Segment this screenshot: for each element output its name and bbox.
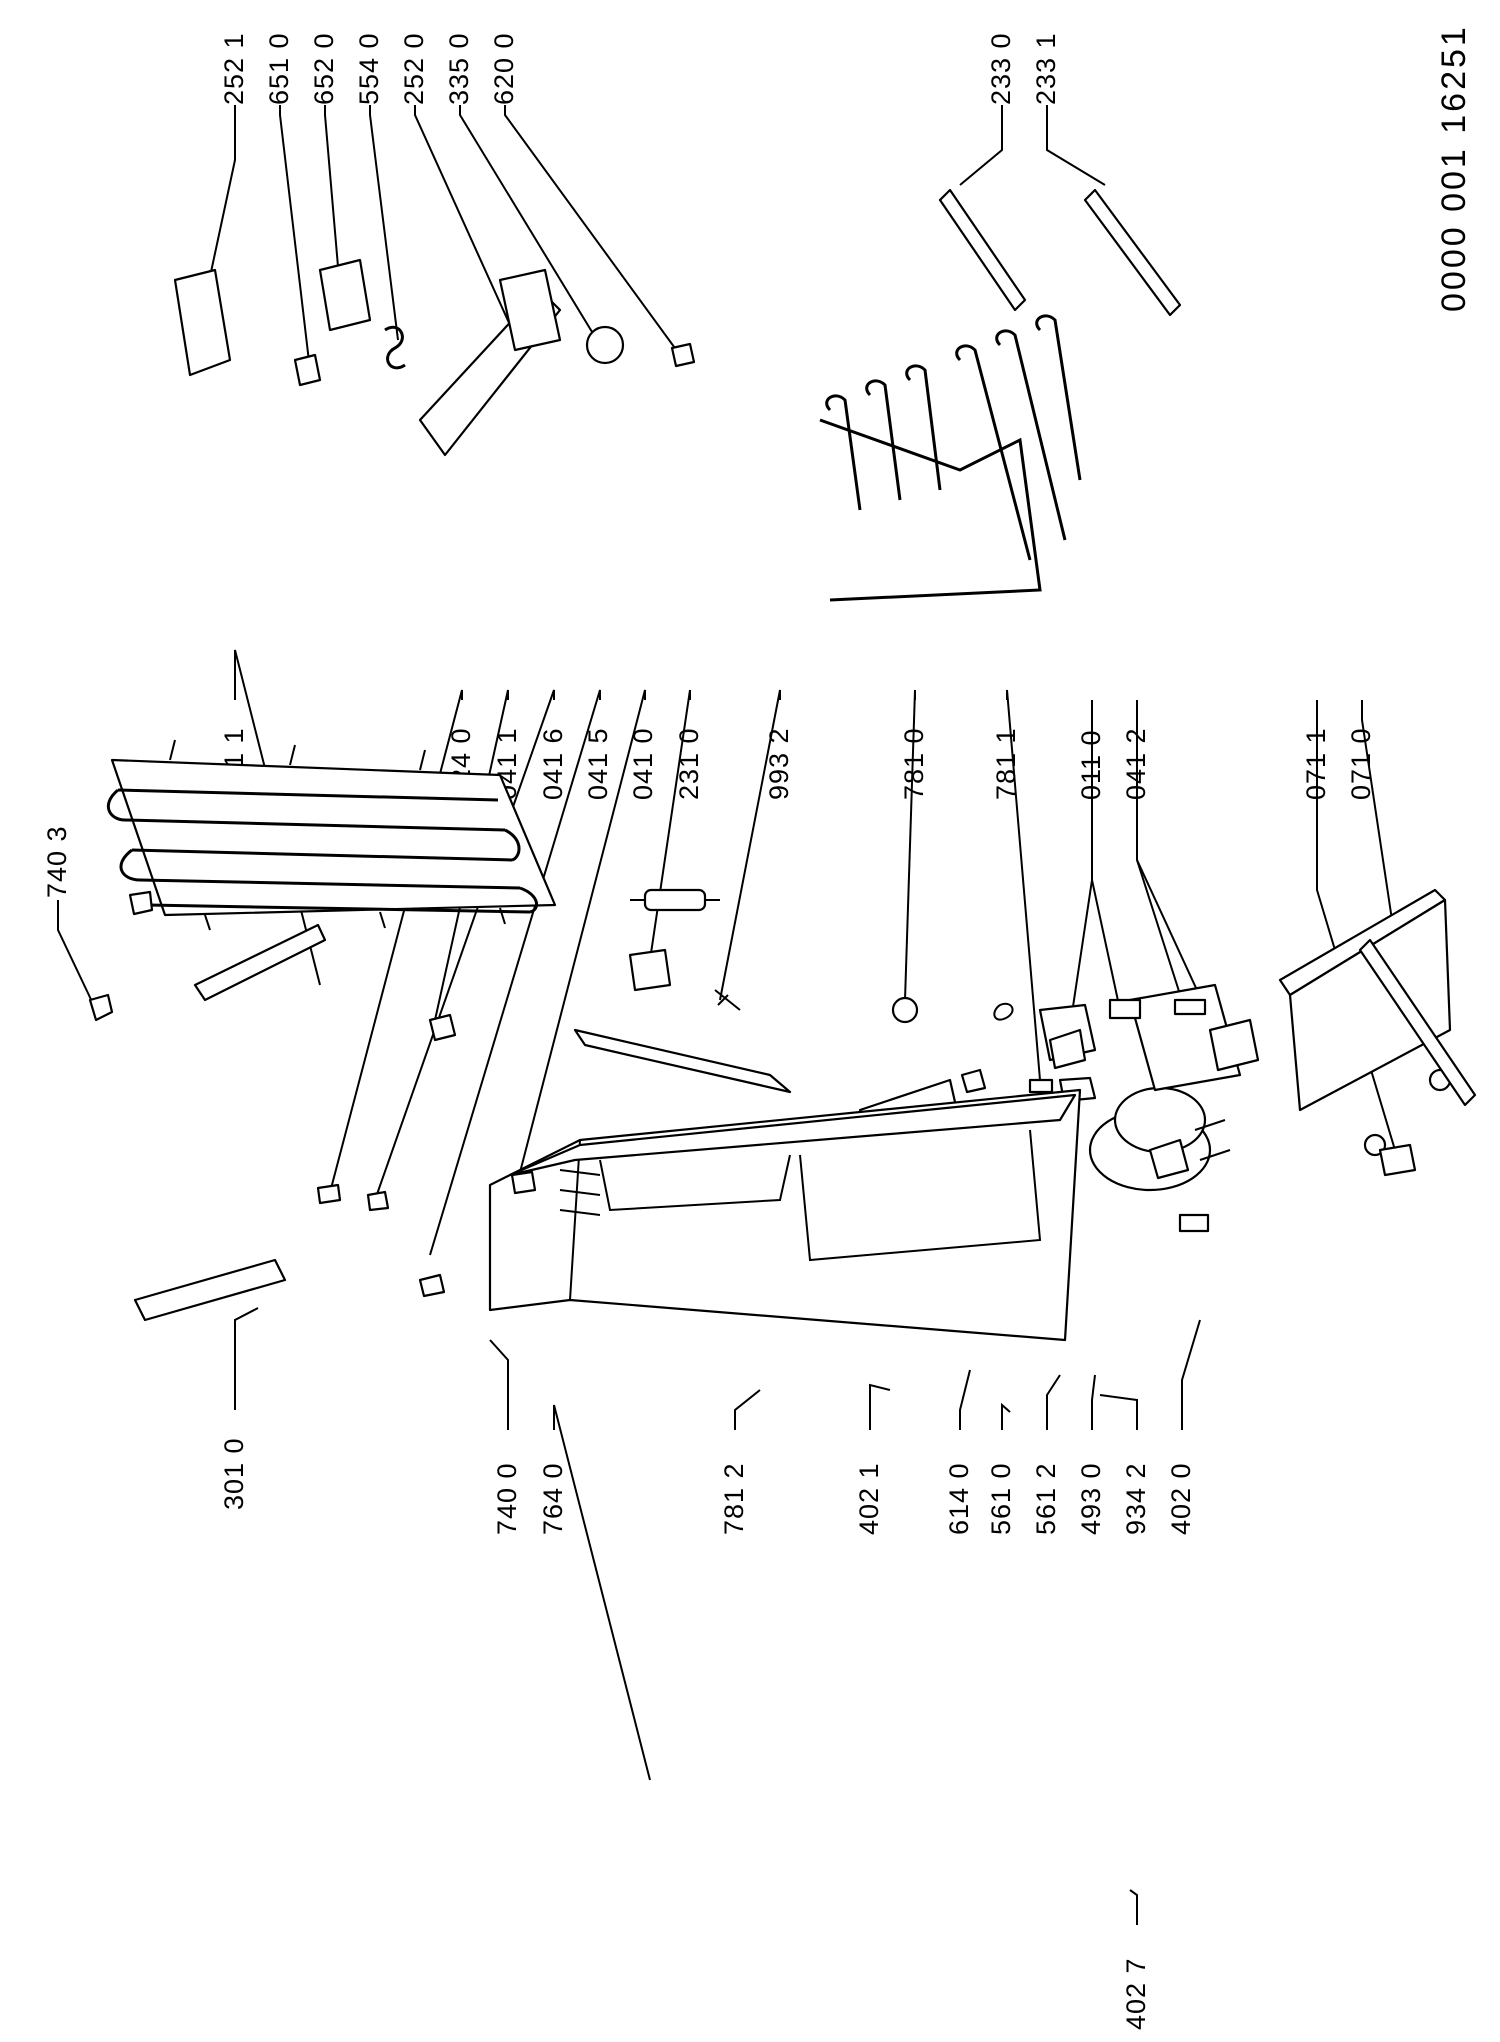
rail-233-1 (1083, 188, 1182, 317)
pin-041-2 (1173, 998, 1207, 1016)
label-071-0: 071 0 (1346, 727, 1376, 800)
filter-drier (630, 888, 720, 912)
part-652-0 (318, 258, 372, 332)
label-652-0: 652 0 (309, 32, 339, 105)
part-781-1 (1028, 1078, 1054, 1094)
label-493-0: 493 0 (1076, 1462, 1106, 1535)
part-335-0 (585, 325, 625, 365)
part-620-0 (670, 342, 696, 368)
part-labels: 740 3 301 0 740 0 764 0 781 2 402 1 614 … (42, 24, 1473, 2030)
label-252-0: 252 0 (399, 32, 429, 105)
label-740-3: 740 3 (42, 825, 72, 898)
part-781-0 (891, 996, 919, 1024)
pin-011-0 (1108, 998, 1142, 1020)
label-335-0: 335 0 (444, 32, 474, 105)
condenser-coil (106, 739, 557, 931)
label-402-1: 402 1 (854, 1462, 884, 1535)
label-554-0: 554 0 (354, 32, 384, 105)
plate-402-7 (1128, 983, 1242, 1092)
label-233-0: 233 0 (986, 32, 1016, 105)
tube-781-2 (573, 1028, 792, 1094)
label-934-2: 934 2 (1121, 1462, 1151, 1535)
label-561-0: 561 0 (986, 1462, 1016, 1535)
label-402-0: 402 0 (1166, 1462, 1196, 1535)
part-614-0 (960, 1068, 987, 1094)
clip-071-1 (1378, 1143, 1417, 1177)
hinge-041-2 (1208, 1018, 1260, 1072)
label-041-5: 041 5 (583, 727, 613, 800)
part-993-2 (714, 989, 741, 1011)
base-tray (1278, 888, 1452, 1157)
part-554-0 (384, 325, 406, 370)
label-740-0: 740 0 (492, 1462, 522, 1535)
part-041-1 (428, 1013, 457, 1042)
label-764-0: 764 0 (538, 1462, 568, 1535)
rail-233-0 (938, 188, 1027, 312)
label-614-0: 614 0 (944, 1462, 974, 1535)
label-252-1: 252 1 (219, 32, 249, 105)
strip-071-0 (1358, 938, 1477, 1107)
label-561-2: 561 2 (1031, 1462, 1061, 1535)
label-993-2: 993 2 (764, 727, 794, 800)
clip-740-3b (128, 890, 154, 916)
part-252-1 (173, 268, 232, 377)
part-041-0 (510, 1170, 537, 1195)
door-strip-301-0 (133, 1258, 287, 1322)
part-252-0-box (498, 268, 562, 352)
part-324-0 (316, 1183, 342, 1205)
label-233-1: 233 1 (1031, 32, 1061, 105)
refrigerator-cabinet (488, 1088, 1082, 1342)
label-301-0: 301 0 (219, 1437, 249, 1510)
label-781-2: 781 2 (719, 1462, 749, 1535)
label-620-0: 620 0 (489, 32, 519, 105)
label-402-7: 402 7 (1121, 1957, 1151, 2030)
hinge-011-0 (1048, 1028, 1087, 1070)
label-041-6: 041 6 (538, 727, 568, 800)
part-041-5 (418, 1273, 446, 1298)
pin-lower (1178, 1213, 1210, 1233)
part-041-6 (366, 1190, 390, 1212)
evaporator-coil (819, 314, 1082, 602)
label-651-0: 651 0 (264, 32, 294, 105)
part-651-0 (293, 353, 322, 387)
door-strip-301-1 (193, 923, 327, 1002)
part-231-0 (628, 948, 672, 992)
document-number: 0000 001 16251 (1435, 24, 1473, 312)
part-561-0 (993, 1002, 1014, 1021)
label-781-1: 781 1 (991, 727, 1021, 800)
clip-740-3 (88, 993, 114, 1022)
hinge-lower (1148, 1138, 1190, 1180)
